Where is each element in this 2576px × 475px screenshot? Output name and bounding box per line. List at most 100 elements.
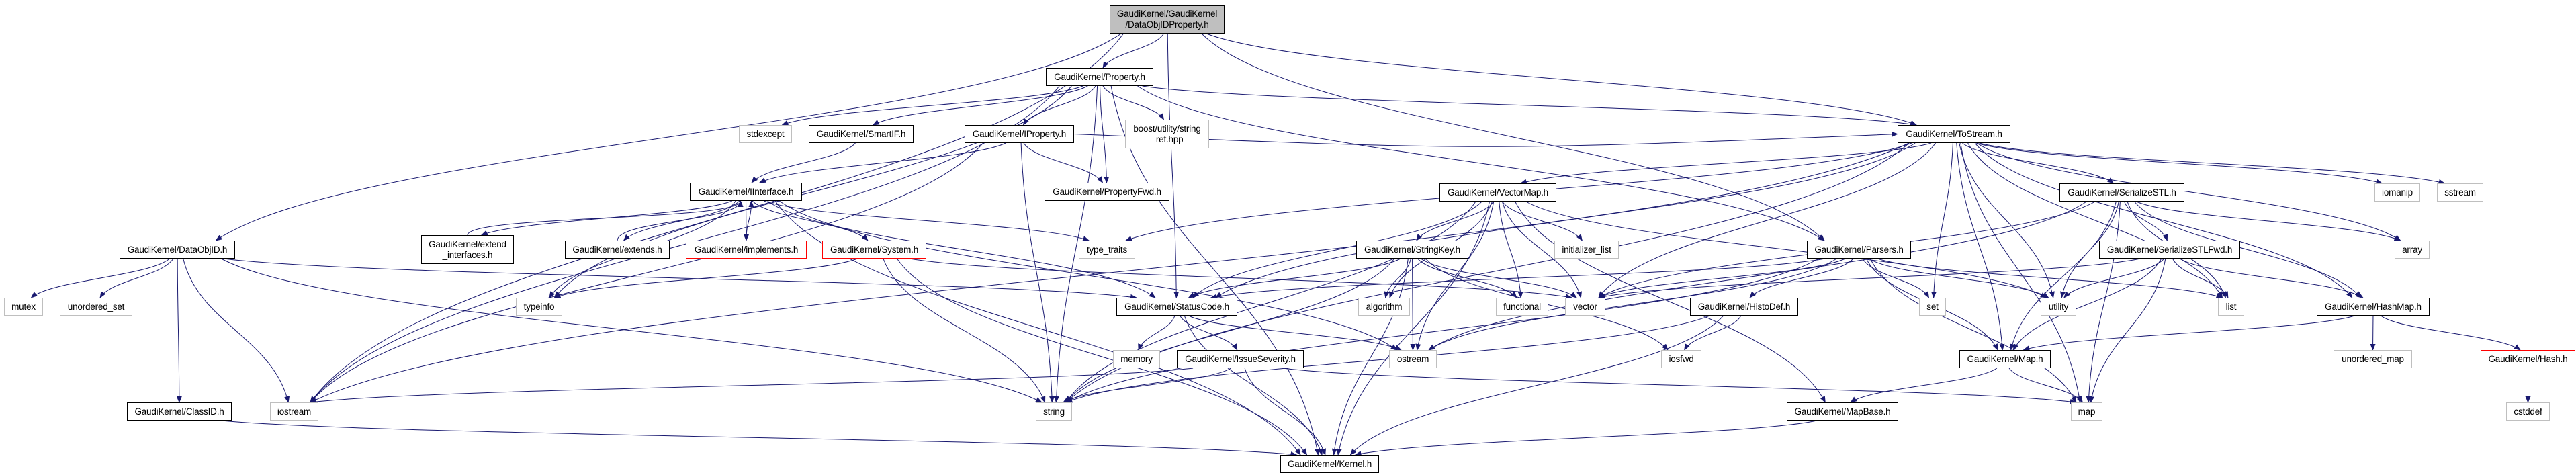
- edge-statuscode-to-issueseverity: [1180, 315, 1238, 351]
- edge-tostream-to-statuscode: [1215, 142, 1916, 298]
- node-stringkey[interactable]: GaudiKernel/StringKey.h: [1356, 241, 1468, 259]
- edge-vectormap-to-init_list: [1502, 201, 1583, 241]
- node-string[interactable]: string: [1036, 402, 1072, 421]
- node-extends[interactable]: GaudiKernel/extends.h: [565, 241, 670, 259]
- node-iomanip[interactable]: iomanip: [2374, 183, 2420, 202]
- node-mapbase[interactable]: GaudiKernel/MapBase.h: [1787, 402, 1898, 421]
- node-classid[interactable]: GaudiKernel/ClassID.h: [127, 402, 232, 421]
- node-histodef[interactable]: GaudiKernel/HistoDef.h: [1690, 298, 1798, 316]
- edge-system-to-typeinfo: [553, 258, 858, 298]
- node-typeinfo[interactable]: typeinfo: [516, 298, 562, 316]
- node-serializestl[interactable]: GaudiKernel/SerializeSTL.h: [2059, 183, 2184, 202]
- edge-statuscode-to-memory: [1138, 315, 1175, 351]
- node-cstddef[interactable]: cstddef: [2506, 402, 2550, 421]
- node-init-list[interactable]: initializer_list: [1554, 241, 1619, 259]
- node-functional[interactable]: functional: [1496, 298, 1548, 316]
- edge-serializestlfwd-to-hashmap: [2179, 258, 2364, 298]
- edge-property-to-boost: [1102, 85, 1164, 120]
- node-propertyfwd[interactable]: GaudiKernel/PropertyFwd.h: [1045, 183, 1169, 201]
- node-implements[interactable]: GaudiKernel/implements.h: [686, 241, 807, 259]
- edge-serializestl-to-map_h: [2009, 201, 2117, 351]
- edge-stringkey-to-algorithm: [1384, 258, 1411, 298]
- edge-iproperty-to-iostream: [310, 142, 983, 403]
- node-iostream[interactable]: iostream: [270, 402, 318, 421]
- edge-serializestl-to-serializestlfwd: [2124, 201, 2168, 241]
- edge-property-to-smartif: [872, 85, 1088, 126]
- edge-tostream-to-iomanip: [1975, 142, 2383, 185]
- node-boost[interactable]: boost/utility/string _ref.hpp: [1125, 120, 1209, 148]
- node-smartif[interactable]: GaudiKernel/SmartIF.h: [809, 125, 914, 143]
- edge-statuscode-to-ostream: [1188, 315, 1402, 351]
- node-stdexcept[interactable]: stdexcept: [739, 125, 792, 143]
- edge-vectormap-to-kernel: [1336, 201, 1490, 456]
- node-unordered-map[interactable]: unordered_map: [2334, 350, 2412, 368]
- edge-smartif-to-iinterface: [751, 142, 856, 183]
- node-dop[interactable]: GaudiKernel/GaudiKernel /DataObjIDProper…: [1110, 5, 1225, 34]
- edge-dop-to-dataobjid: [215, 33, 1122, 241]
- node-hashmap[interactable]: GaudiKernel/HashMap.h: [2317, 298, 2430, 316]
- node-vectormap[interactable]: GaudiKernel/VectorMap.h: [1439, 183, 1556, 202]
- edge-extend_if-to-iinterface: [467, 200, 744, 236]
- node-utility[interactable]: utility: [2041, 298, 2076, 316]
- node-extend-if[interactable]: GaudiKernel/extend _interfaces.h: [421, 235, 514, 264]
- edge-property-to-string: [1053, 85, 1098, 403]
- node-system[interactable]: GaudiKernel/System.h: [822, 241, 926, 259]
- edge-system-to-kernel: [896, 258, 1308, 456]
- edge-vectormap-to-utility: [1525, 201, 2047, 298]
- edge-serializestlfwd-to-map_h: [2012, 258, 2162, 351]
- node-statuscode[interactable]: GaudiKernel/StatusCode.h: [1116, 298, 1237, 316]
- edge-stringkey-to-functional: [1417, 258, 1517, 298]
- edge-vectormap-to-vector: [1502, 201, 1582, 298]
- edge-tostream-to-set: [1930, 142, 1953, 298]
- node-dataobjid[interactable]: GaudiKernel/DataObjID.h: [120, 241, 235, 259]
- edge-parsers-to-set: [1862, 258, 1930, 298]
- node-memory[interactable]: memory: [1113, 350, 1160, 368]
- node-sstream[interactable]: sstream: [2437, 183, 2483, 202]
- node-tostream[interactable]: GaudiKernel/ToStream.h: [1898, 125, 2010, 143]
- node-property[interactable]: GaudiKernel/Property.h: [1046, 68, 1153, 86]
- edge-vectormap-to-ostream: [1415, 201, 1495, 351]
- edge-implements-to-iinterface: [746, 200, 754, 241]
- edge-parsers-to-utility: [1869, 258, 2049, 298]
- node-algorithm[interactable]: algorithm: [1358, 298, 1410, 316]
- node-map[interactable]: map: [2071, 402, 2102, 421]
- edge-dop-to-statuscode: [1167, 33, 1180, 298]
- edge-tostream-to-map_h: [1956, 142, 2005, 351]
- node-parsers[interactable]: GaudiKernel/Parsers.h: [1807, 241, 1911, 259]
- edge-serializestlfwd-to-map: [2089, 258, 2166, 403]
- node-issueseverity[interactable]: GaudiKernel/IssueSeverity.h: [1177, 350, 1304, 368]
- node-vector[interactable]: vector: [1565, 298, 1605, 316]
- node-iinterface[interactable]: GaudiKernel/IInterface.h: [690, 183, 802, 201]
- edge-parsers-to-list: [1877, 258, 2223, 298]
- edge-dataobjid-to-statuscode: [223, 258, 1137, 300]
- edge-parsers-to-histodef: [1749, 258, 1854, 298]
- node-unordered-set[interactable]: unordered_set: [60, 298, 132, 316]
- node-iproperty[interactable]: GaudiKernel/IProperty.h: [965, 125, 1074, 143]
- edge-property-to-stdexcept: [781, 85, 1083, 126]
- edge-histodef-to-kernel: [1349, 315, 1724, 456]
- node-serializestlfwd[interactable]: GaudiKernel/SerializeSTLFwd.h: [2099, 241, 2240, 259]
- edge-dop-to-parsers: [1201, 33, 1825, 241]
- edge-serializestl-to-hashmap: [2134, 201, 2361, 298]
- node-array[interactable]: array: [2395, 241, 2430, 259]
- edge-tostream-to-array: [1976, 142, 2401, 241]
- edge-iinterface-to-type_traits: [764, 200, 1090, 241]
- edge-issueseverity-to-map: [1282, 368, 2077, 404]
- node-mutex[interactable]: mutex: [4, 298, 43, 316]
- edge-hashmap-to-map_h: [2023, 315, 2355, 351]
- node-set[interactable]: set: [1919, 298, 1946, 316]
- node-kernel[interactable]: GaudiKernel/Kernel.h: [1280, 455, 1379, 473]
- node-type-traits[interactable]: type_traits: [1079, 241, 1135, 259]
- node-map-h[interactable]: GaudiKernel/Map.h: [1959, 350, 2051, 368]
- edge-layer: [30, 33, 2531, 458]
- node-hash[interactable]: GaudiKernel/Hash.h: [2481, 350, 2575, 368]
- edge-dataobjid-to-string: [221, 258, 1042, 403]
- edge-serializestl-to-ostream: [1428, 201, 2087, 351]
- edge-serializestlfwd-to-vector: [1598, 258, 2141, 300]
- node-ostream[interactable]: ostream: [1389, 350, 1437, 368]
- node-list[interactable]: list: [2218, 298, 2244, 316]
- node-iosfwd[interactable]: iosfwd: [1661, 350, 1701, 368]
- edge-system-to-string: [883, 258, 1046, 403]
- edge-parsers-to-vector: [1598, 258, 1846, 298]
- edge-tostream-to-list: [1967, 142, 2223, 298]
